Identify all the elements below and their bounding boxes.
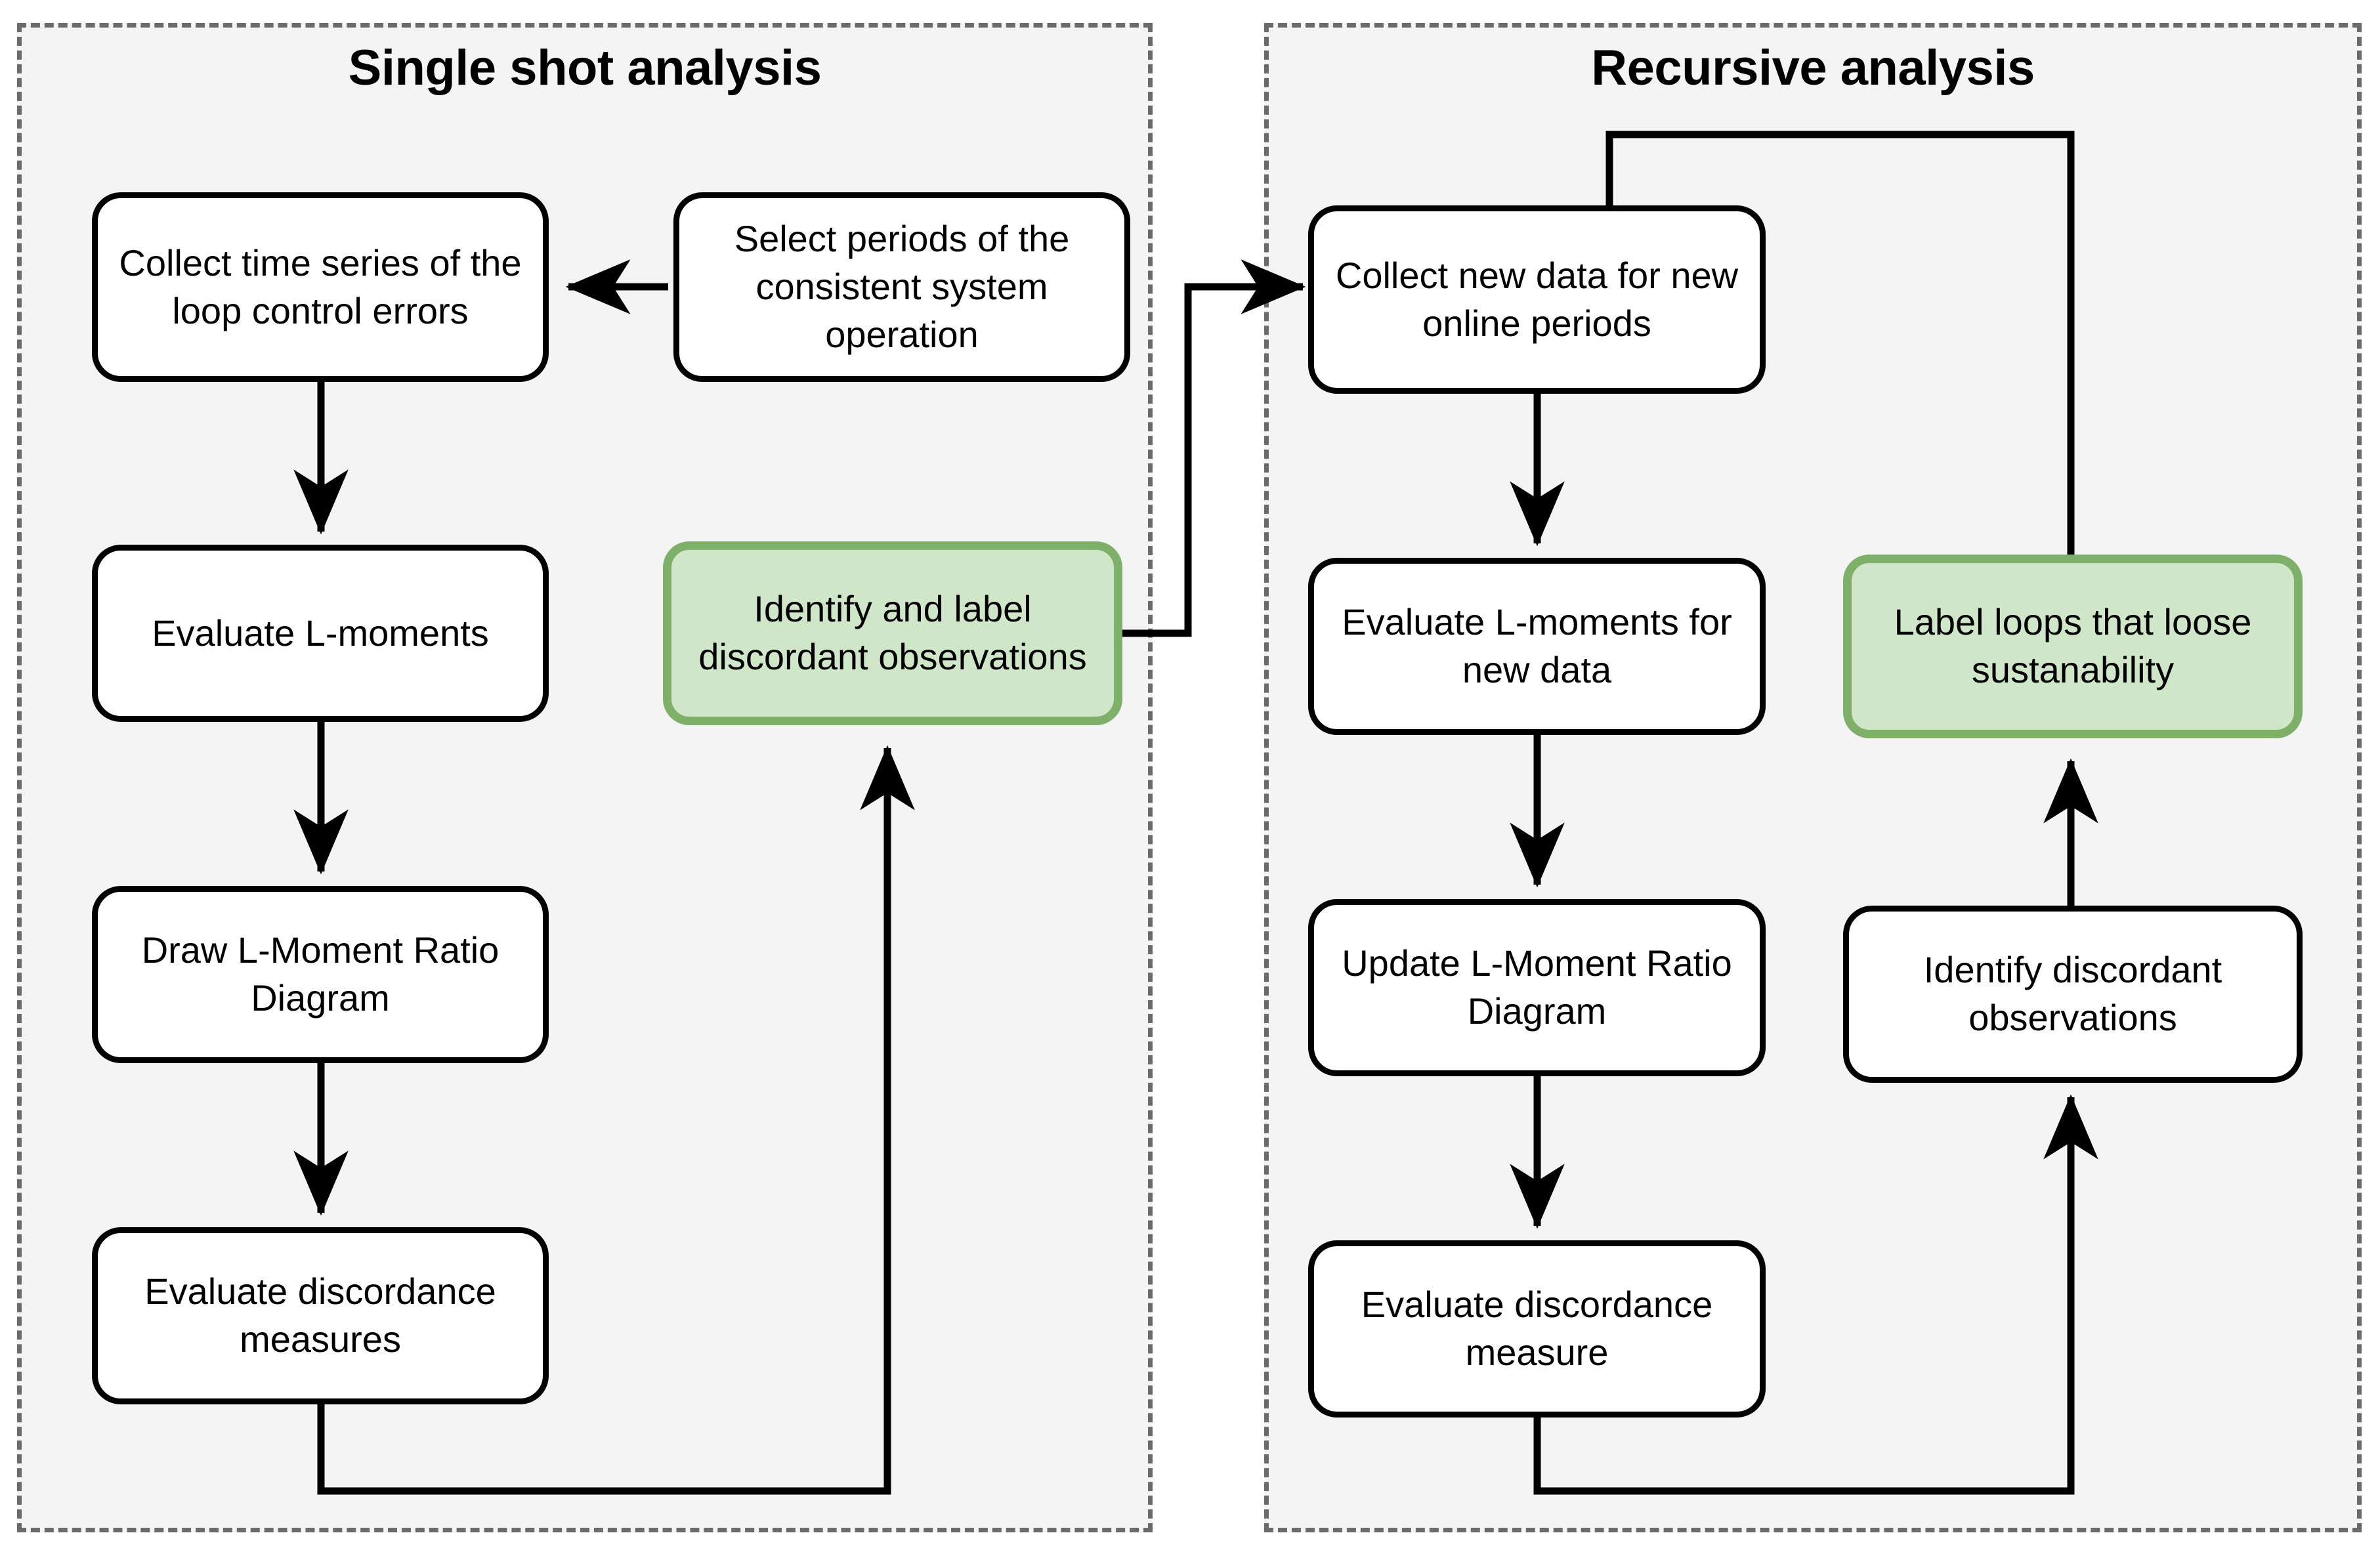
edge-discordance-to-identify xyxy=(317,745,915,1495)
edge-label-to-collectnew xyxy=(1582,131,2075,564)
node-evaluate-l-moments[interactable]: Evaluate L-moments xyxy=(92,545,549,722)
node-label: Identify discordant observations xyxy=(1923,949,2222,1038)
node-label: Evaluate discordance measure xyxy=(1361,1284,1713,1373)
node-evaluate-discordance-measure[interactable]: Evaluate discordance measure xyxy=(1308,1240,1766,1418)
node-evaluate-discordance-measures[interactable]: Evaluate discordance measures xyxy=(92,1227,549,1404)
node-collect-new-data[interactable]: Collect new data for new online periods xyxy=(1308,205,1766,394)
node-identify-and-label-discordant[interactable]: Identify and label discordant observatio… xyxy=(663,541,1122,725)
node-evaluate-l-moments-new-data[interactable]: Evaluate L-moments for new data xyxy=(1308,558,1766,735)
panel-title-single-shot: Single shot analysis xyxy=(348,40,822,96)
panel-title-recursive: Recursive analysis xyxy=(1591,40,2035,96)
node-label: Draw L-Moment Ratio Diagram xyxy=(141,929,499,1018)
node-identify-discordant-observations[interactable]: Identify discordant observations xyxy=(1843,906,2303,1083)
node-draw-l-moment-ratio-diagram[interactable]: Draw L-Moment Ratio Diagram xyxy=(92,886,549,1063)
node-label: Collect time series of the loop control … xyxy=(119,242,522,331)
node-select-periods[interactable]: Select periods of the consistent system … xyxy=(673,192,1130,382)
node-label: Select periods of the consistent system … xyxy=(734,218,1070,355)
node-label: Collect new data for new online periods xyxy=(1335,254,1739,344)
node-label-loops-sustainability[interactable]: Label loops that loose sustanability xyxy=(1843,555,2303,738)
node-label: Label loops that loose sustanability xyxy=(1894,601,2252,690)
node-update-l-moment-ratio-diagram[interactable]: Update L-Moment Ratio Diagram xyxy=(1308,899,1766,1076)
node-label: Update L-Moment Ratio Diagram xyxy=(1342,942,1732,1032)
node-label: Evaluate discordance measures xyxy=(144,1270,496,1360)
node-label: Evaluate L-moments for new data xyxy=(1342,601,1732,690)
node-label: Evaluate L-moments xyxy=(152,612,489,654)
edge-identify-to-collect-new xyxy=(1116,259,1306,637)
edge-measure-to-identifydisc xyxy=(1533,1094,2098,1495)
node-label: Identify and label discordant observatio… xyxy=(698,588,1087,677)
node-collect-time-series[interactable]: Collect time series of the loop control … xyxy=(92,192,549,382)
